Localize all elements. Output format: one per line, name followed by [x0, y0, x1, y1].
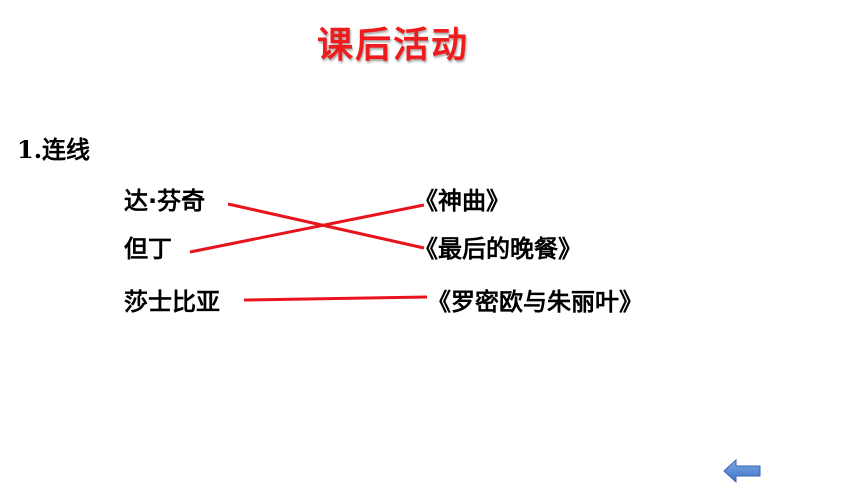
left-item-shakespeare: 莎士比亚 [124, 288, 220, 316]
match-line-dante-divine-comedy [189, 203, 425, 254]
right-item-divine-comedy: 《神曲》 [414, 187, 510, 215]
question-label: 1.连线 [17, 135, 91, 164]
right-item-romeo-juliet: 《罗密欧与朱丽叶》 [427, 288, 643, 316]
right-item-last-supper: 《最后的晚餐》 [414, 235, 582, 263]
left-item-dante: 但丁 [124, 235, 172, 263]
slide-title: 课后活动 [316, 25, 469, 66]
left-item-da-vinci: 达·芬奇 [124, 187, 206, 215]
back-arrow-icon[interactable] [722, 456, 762, 486]
match-line-shakespeare-romeo-juliet [243, 295, 428, 302]
